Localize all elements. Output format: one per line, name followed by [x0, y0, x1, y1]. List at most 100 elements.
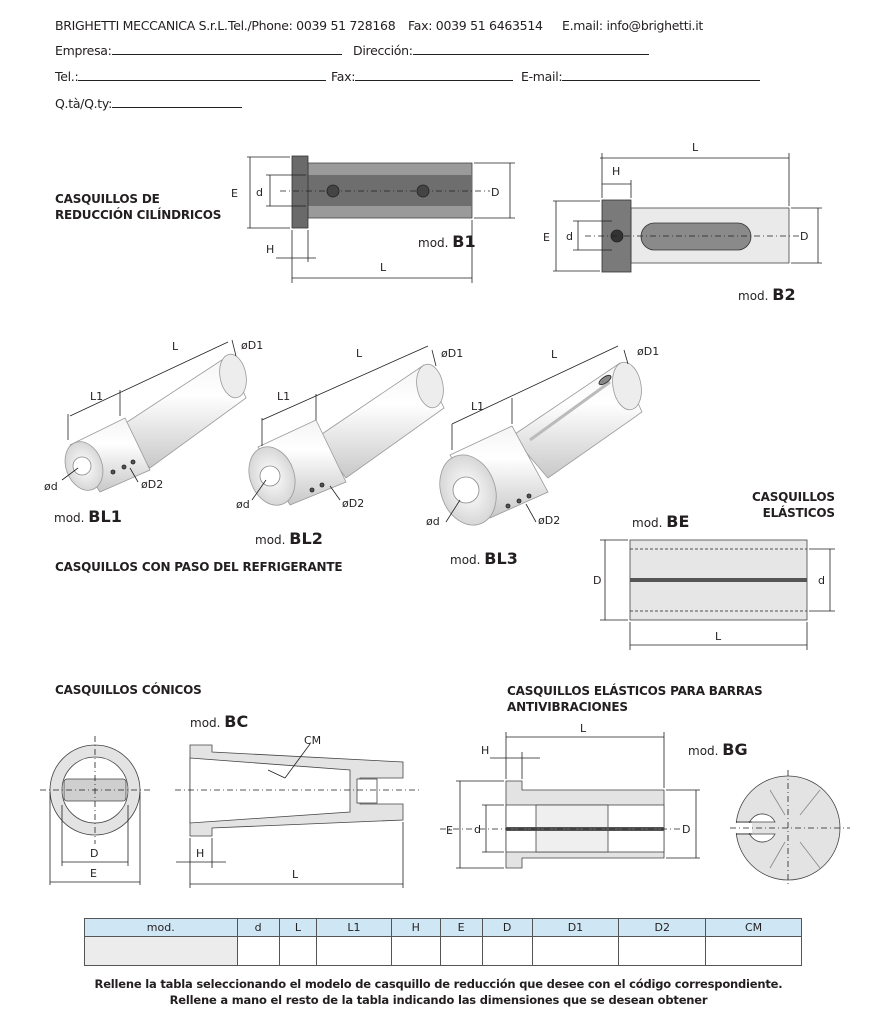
direccion-label: Dirección: [353, 43, 413, 58]
direccion-field[interactable]: Dirección: [353, 42, 649, 58]
dim-label-d: d [256, 186, 263, 199]
model-label-b1: mod. B1 [418, 232, 476, 251]
table-cell-mod[interactable] [84, 936, 238, 966]
table-cell-h[interactable] [390, 936, 441, 966]
drawing-be [600, 539, 835, 650]
company-name: BRIGHETTI MECCANICA S.r.L. [55, 18, 228, 33]
footer-instruction-1: Rellene la tabla seleccionando el modelo… [94, 977, 783, 991]
section-title-refrigerante: CASQUILLOS CON PASO DEL REFRIGERANTE [55, 560, 343, 574]
model-code: BL2 [289, 529, 323, 548]
model-prefix: mod. [418, 236, 449, 250]
dim-label-d-outer: D [800, 230, 808, 243]
fax-label: Fax: [331, 69, 356, 84]
column-header: D1 [531, 918, 620, 937]
section-title-line: REDUCCIÓN CILÍNDRICOS [55, 208, 222, 222]
dim-label-od2: øD2 [538, 514, 560, 527]
table-cell-d-outer[interactable] [481, 936, 533, 966]
table-cell-d2[interactable] [618, 936, 707, 966]
model-code: BG [722, 740, 748, 759]
email-address: E.mail: info@brighetti.it [562, 18, 703, 33]
section-title-elasticos: CASQUILLOS ELÁSTICOS [752, 489, 835, 521]
dim-label-d-outer: D [682, 823, 690, 836]
drawing-bl2 [248, 345, 445, 506]
direccion-line [412, 42, 649, 55]
phone-number: Tel./Phone: 0039 51 728168 [228, 18, 396, 33]
dim-label-l: L [692, 141, 699, 154]
model-code: BC [224, 712, 249, 731]
dim-label-h: H [481, 744, 489, 757]
column-header: L [278, 918, 318, 937]
email-field[interactable]: E-mail: [521, 68, 761, 84]
table-cell-d1[interactable] [531, 936, 620, 966]
column-header: d [236, 918, 280, 937]
drawing-bg-end-view [730, 770, 850, 885]
drawing-b2 [553, 153, 822, 273]
column-header: D [481, 918, 533, 937]
dim-label-od: ød [426, 515, 440, 528]
dim-label-od2: øD2 [342, 497, 364, 510]
column-header: CM [705, 918, 802, 937]
dim-label-h: H [196, 847, 204, 860]
dim-label-e: E [231, 187, 238, 200]
drawing-bl1 [61, 339, 247, 493]
table-header-row: mod. d L L1 H E D D1 D2 CM [84, 918, 802, 937]
column-header: H [390, 918, 441, 937]
model-label-bl1: mod. BL1 [54, 507, 122, 526]
empresa-field[interactable]: Empresa: [55, 42, 342, 58]
fax-number: Fax: 0039 51 6463514 [408, 18, 543, 33]
section-title-line: CASQUILLOS DE [55, 192, 160, 206]
fax-line [355, 68, 514, 81]
email-label: E-mail: [521, 69, 563, 84]
dim-label-d-outer: D [593, 574, 601, 587]
model-label-bc: mod. BC [190, 712, 248, 731]
dim-label-cm: CM [304, 734, 321, 747]
table-cell-l[interactable] [278, 936, 318, 966]
dim-label-d: d [474, 823, 481, 836]
tel-field[interactable]: Tel.: [55, 68, 327, 84]
dim-label-l: L [580, 722, 587, 735]
model-label-b2: mod. B2 [738, 285, 796, 304]
column-header: E [439, 918, 483, 937]
table-cell-cm[interactable] [705, 936, 802, 966]
dim-label-h: H [266, 243, 274, 256]
dim-label-l: L [551, 348, 558, 361]
dim-label-d: d [566, 230, 573, 243]
tel-label: Tel.: [55, 69, 79, 84]
table-cell-l1[interactable] [316, 936, 392, 966]
dim-label-e: E [446, 824, 453, 837]
model-code: B2 [772, 285, 796, 304]
table-row [84, 936, 802, 966]
email-line [562, 68, 761, 81]
dimensions-table: mod. d L L1 H E D D1 D2 CM [84, 918, 802, 966]
dim-label-l: L [172, 340, 179, 353]
section-title-line: CASQUILLOS ELÁSTICOS PARA BARRAS [507, 684, 763, 698]
dim-label-od1: øD1 [441, 347, 463, 360]
table-cell-d[interactable] [236, 936, 280, 966]
fax-field[interactable]: Fax: [331, 68, 514, 84]
dim-label-d-outer: D [90, 847, 98, 860]
dim-label-d: d [818, 574, 825, 587]
dim-label-h: H [612, 165, 620, 178]
dim-label-d-outer: D [491, 186, 499, 199]
footer-instruction-2: Rellene a mano el resto de la tabla indi… [169, 993, 708, 1007]
qty-line [112, 95, 242, 108]
model-label-bl3: mod. BL3 [450, 549, 518, 568]
model-code: B1 [452, 232, 476, 251]
model-prefix: mod. [738, 289, 769, 303]
dim-label-l: L [715, 630, 722, 643]
model-label-bg: mod. BG [688, 740, 748, 759]
qty-field[interactable]: Q.tà/Q.ty: [55, 95, 242, 111]
section-title-antivibraciones: CASQUILLOS ELÁSTICOS PARA BARRAS ANTIVIB… [507, 683, 763, 715]
model-label-bl2: mod. BL2 [255, 529, 323, 548]
dim-label-l: L [356, 347, 363, 360]
table-cell-e[interactable] [439, 936, 483, 966]
section-title-conicos: CASQUILLOS CÓNICOS [55, 683, 202, 697]
model-prefix: mod. [255, 533, 286, 547]
model-label-be: mod. BE [632, 512, 689, 531]
section-title-line: ANTIVIBRACIONES [507, 700, 628, 714]
model-prefix: mod. [450, 553, 481, 567]
model-prefix: mod. [688, 744, 719, 758]
model-prefix: mod. [54, 511, 85, 525]
drawing-bc-side-view [175, 743, 420, 888]
tel-line [78, 68, 327, 81]
